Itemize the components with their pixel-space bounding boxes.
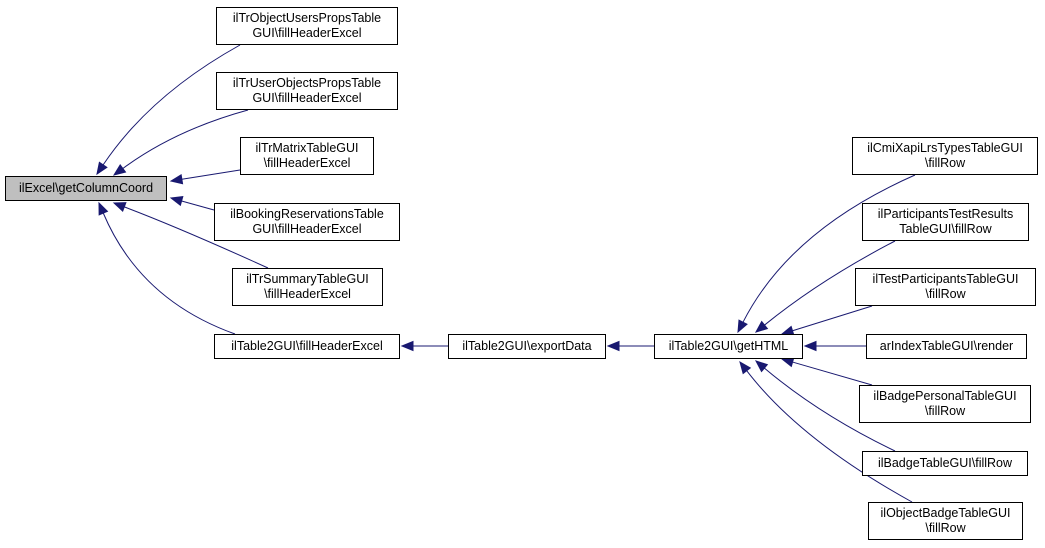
node-t2FillHeader[interactable]: ilTable2GUI\fillHeaderExcel — [214, 334, 400, 359]
node-label-line: ilBookingReservationsTable — [230, 207, 384, 221]
node-label-line: ilTable2GUI\getHTML — [668, 339, 789, 353]
node-label-line: ilBadgeTableGUI\fillRow — [877, 456, 1013, 470]
node-label-line: \fillHeaderExcel — [264, 287, 351, 301]
edge-partTestRes-to-t2GetHTML — [764, 240, 896, 326]
node-trSummary[interactable]: ilTrSummaryTableGUI\fillHeaderExcel — [232, 268, 383, 306]
edge-badgeTable-to-t2GetHTML — [764, 367, 896, 452]
arrowhead-t2Export-to-t2FillHeader — [400, 340, 414, 352]
edge-trObjUsers-to-getColumnCoord — [102, 44, 241, 166]
node-getColumnCoord: ilExcel\getColumnCoord — [5, 176, 167, 201]
node-label-line: ilTable2GUI\fillHeaderExcel — [231, 339, 383, 353]
node-badgeTable[interactable]: ilBadgeTableGUI\fillRow — [862, 451, 1028, 476]
node-objBadge[interactable]: ilObjectBadgeTableGUI\fillRow — [868, 502, 1023, 540]
node-label-line: ilObjectBadgeTableGUI — [880, 506, 1011, 520]
arrowhead-badgePersonal-to-t2GetHTML — [780, 357, 795, 368]
arrowhead-badgeTable-to-t2GetHTML — [754, 360, 769, 373]
edge-testPart-to-t2GetHTML — [792, 305, 873, 332]
edge-trMatrix-to-getColumnCoord — [181, 169, 241, 180]
node-trMatrix[interactable]: ilTrMatrixTableGUI\fillHeaderExcel — [240, 137, 374, 175]
arrowhead-trObjUsers-to-getColumnCoord — [96, 161, 108, 176]
edge-t2FillHeader-to-getColumnCoord — [102, 212, 236, 335]
arrowhead-partTestRes-to-t2GetHTML — [754, 320, 769, 333]
node-label-line: \fillHeaderExcel — [263, 156, 351, 170]
node-label-line: arIndexTableGUI\render — [879, 339, 1014, 353]
arrowhead-trUserObjs-to-getColumnCoord — [112, 163, 127, 176]
node-t2Export[interactable]: ilTable2GUI\exportData — [448, 334, 606, 359]
node-label-line: GUI\fillHeaderExcel — [252, 26, 362, 40]
node-badgePersonal[interactable]: ilBadgePersonalTableGUI\fillRow — [859, 385, 1031, 423]
edge-objBadge-to-t2GetHTML — [746, 370, 913, 503]
arrowhead-trMatrix-to-getColumnCoord — [169, 174, 184, 185]
node-label-line: ilExcel\getColumnCoord — [18, 181, 154, 195]
node-label-line: ilTestParticipantsTableGUI — [872, 272, 1019, 286]
edge-trSummary-to-getColumnCoord — [124, 206, 269, 269]
node-label-line: \fillRow — [924, 404, 966, 418]
node-label-line: ilBadgePersonalTableGUI — [873, 389, 1017, 403]
node-testPart[interactable]: ilTestParticipantsTableGUI\fillRow — [855, 268, 1036, 306]
edge-trUserObjs-to-getColumnCoord — [122, 109, 249, 169]
node-label-line: ilTable2GUI\exportData — [462, 339, 592, 353]
node-label-line: GUI\fillHeaderExcel — [252, 222, 362, 236]
node-t2GetHTML[interactable]: ilTable2GUI\getHTML — [654, 334, 803, 359]
edge-badgePersonal-to-t2GetHTML — [792, 361, 873, 386]
node-label-line: ilParticipantsTestResults — [877, 207, 1014, 221]
node-label-line: ilTrUserObjectsPropsTable — [232, 76, 382, 90]
node-label-line: \fillRow — [925, 287, 966, 301]
arrowhead-t2FillHeader-to-getColumnCoord — [98, 201, 109, 216]
node-arIndex[interactable]: arIndexTableGUI\render — [866, 334, 1027, 359]
arrowhead-t2GetHTML-to-t2Export — [606, 340, 620, 352]
arrowhead-booking-to-getColumnCoord — [169, 196, 184, 207]
node-label-line: TableGUI\fillRow — [899, 222, 992, 236]
node-label-line: GUI\fillHeaderExcel — [252, 91, 362, 105]
node-label-line: ilCmiXapiLrsTypesTableGUI — [867, 141, 1023, 155]
node-label-line: \fillRow — [925, 521, 966, 535]
arrowhead-objBadge-to-t2GetHTML — [739, 360, 752, 375]
node-label-line: ilTrMatrixTableGUI — [255, 141, 359, 155]
arrowhead-trSummary-to-getColumnCoord — [112, 202, 127, 212]
node-label-line: ilTrSummaryTableGUI — [246, 272, 369, 286]
arrowhead-arIndex-to-t2GetHTML — [803, 340, 817, 352]
node-label-line: ilTrObjectUsersPropsTable — [232, 11, 382, 25]
edge-cmiXapi-to-t2GetHTML — [742, 174, 916, 323]
arrowhead-cmiXapi-to-t2GetHTML — [737, 319, 748, 334]
edge-booking-to-getColumnCoord — [181, 200, 215, 211]
node-cmiXapi[interactable]: ilCmiXapiLrsTypesTableGUI\fillRow — [852, 137, 1038, 175]
node-label-line: \fillRow — [924, 156, 966, 170]
